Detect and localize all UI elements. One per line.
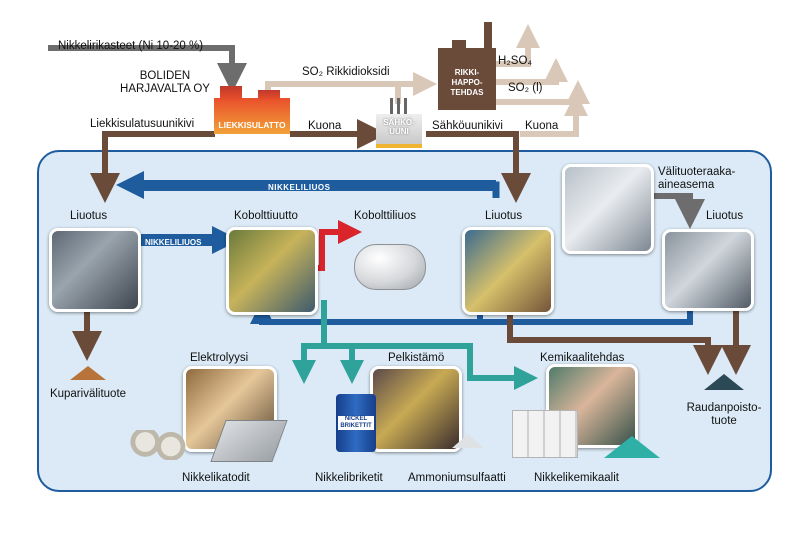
leaching-3-label: Liuotus xyxy=(706,210,744,222)
company-line-1: BOLIDEN xyxy=(139,70,191,82)
chemical-sacks-icon xyxy=(512,410,578,458)
nickel-briquettes-label: Nikkelibriketit xyxy=(315,472,383,484)
electric-matte-label: Sähköuunikivi xyxy=(432,120,503,132)
copper-product-pile-icon xyxy=(70,366,106,380)
electric-furnace: SÄHKÖ- UUNI xyxy=(376,114,422,148)
h2so4-label: H₂SO₄ xyxy=(498,55,533,67)
leaching-2-photo xyxy=(462,227,554,315)
company-line-2: HARJAVALTA OY xyxy=(120,83,210,95)
electric-furnace-label-2: UUNI xyxy=(389,127,409,136)
so2-liquid-label: SO₂ (l) xyxy=(508,82,543,94)
iron-removal-product-label: Raudanpoisto- tuote xyxy=(664,402,784,428)
ammonium-sulphate-pile-icon xyxy=(452,434,484,448)
reduction-photo xyxy=(370,366,462,452)
nickel-chemicals-label: Nikkelikemikaalit xyxy=(534,472,619,484)
intermediate-station-photo xyxy=(562,164,654,254)
raw-material-label: Nikkelirikasteet (Ni 10-20 %) xyxy=(58,40,204,52)
electrode-icon xyxy=(397,98,400,114)
cobalt-extraction-photo xyxy=(226,227,318,315)
slag-label-2: Kuona xyxy=(525,120,559,132)
reduction-label: Pelkistämö xyxy=(388,352,445,364)
slag-label-1: Kuona xyxy=(308,120,342,132)
intermediate-station-label-2: aineasema xyxy=(658,179,715,191)
chemical-plant-label: Kemikaalitehdas xyxy=(540,352,625,364)
acid-plant-building: RIKKI- HAPPO- TEHDAS xyxy=(438,48,496,110)
company-name: BOLIDEN HARJAVALTA OY xyxy=(110,70,220,96)
cobalt-solution-label: Kobolttiliuos xyxy=(354,210,417,222)
intermediate-station-label-1: Välituoteraaka- xyxy=(658,166,736,178)
iron-removal-product-label-1: Raudanpoisto- xyxy=(686,402,762,414)
drum-label: NICKEL BRIKETTIT xyxy=(338,416,374,430)
electric-furnace-label-1: SÄHKÖ- xyxy=(383,118,415,127)
nickel-cathode-pieces-icon xyxy=(126,430,190,460)
flash-smelter-label: LIEKKISULATTO xyxy=(218,120,286,130)
leaching-2-label: Liuotus xyxy=(485,210,523,222)
nickel-solution-mid-label: NIKKELILIUOS xyxy=(145,238,202,247)
so2-gas-label: SO₂ Rikkidioksidi xyxy=(302,66,390,78)
electric-furnace-label: SÄHKÖ- UUNI xyxy=(376,118,422,136)
acid-plant-chimney xyxy=(484,22,492,50)
smelter-tower-2 xyxy=(258,90,280,100)
nickel-cathodes-label: Nikkelikatodit xyxy=(182,472,250,484)
nickel-chemical-pile-icon xyxy=(604,436,660,458)
nickel-briquette-drum-icon: NICKEL BRIKETTIT xyxy=(336,394,376,452)
cobalt-tank-icon xyxy=(354,244,426,290)
acid-plant-label-2: HAPPO- xyxy=(451,78,483,87)
electrode-icon xyxy=(404,98,407,114)
acid-plant-label-3: TEHDAS xyxy=(450,88,484,97)
iron-removal-product-label-2: tuote xyxy=(711,415,737,427)
leaching-1-label: Liuotus xyxy=(70,210,108,222)
intermediate-station-label: Välituoteraaka- aineasema xyxy=(658,166,735,192)
acid-plant-roof xyxy=(452,40,466,52)
iron-removal-pile-icon xyxy=(704,374,744,390)
flash-matte-label: Liekkisulatusuunikivi xyxy=(90,118,195,130)
drum-label-1: NICKEL xyxy=(344,416,368,422)
copper-product-label: Kuparivälituote xyxy=(49,388,127,400)
leaching-1-photo xyxy=(49,228,141,312)
electrolysis-label: Elektrolyysi xyxy=(190,352,249,364)
electrode-icon xyxy=(390,98,393,114)
ammonium-sulphate-label: Ammoniumsulfaatti xyxy=(408,472,506,484)
acid-plant-label: RIKKI- HAPPO- TEHDAS xyxy=(438,68,496,98)
nickel-solution-top-label: NIKKELILIUOS xyxy=(268,183,331,192)
cobalt-extraction-label: Kobolttiuutto xyxy=(234,210,298,222)
acid-plant-label-1: RIKKI- xyxy=(454,68,480,77)
smelter-tower-1 xyxy=(220,86,242,100)
drum-label-2: BRIKETTIT xyxy=(340,423,372,429)
flash-smelter-building: LIEKKISULATTO xyxy=(214,98,290,134)
leaching-3-photo xyxy=(662,229,754,311)
